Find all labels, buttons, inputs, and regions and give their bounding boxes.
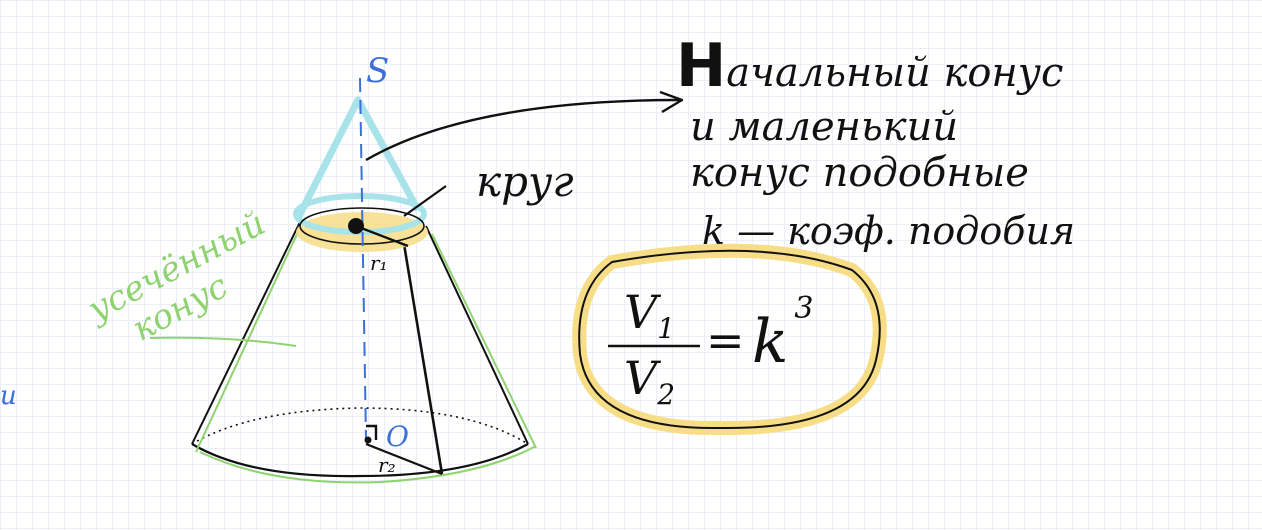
edge-mark-label: и (0, 381, 17, 411)
frustum-label: усечённый конус (80, 203, 272, 349)
circle-label: круг (476, 157, 574, 206)
formula-numerator-sub: 1 (657, 312, 675, 345)
frustum-label-underline (149, 336, 297, 347)
frustum-base-green (199, 445, 537, 484)
note-line1-initial: Н (676, 31, 726, 101)
formula-equals: = (706, 313, 745, 367)
cone-base-back-arc (191, 407, 529, 445)
cone-left-edge (191, 221, 301, 445)
similarity-arrowhead (659, 90, 684, 114)
note-line1: Начальный конус (676, 31, 1063, 101)
cone-right-edge (425, 225, 529, 445)
formula-denominator: V2 (624, 351, 675, 411)
note-line2: и маленький (690, 104, 958, 150)
formula-numerator: V1 (624, 285, 675, 345)
right-angle-mark (366, 424, 378, 440)
r2-label: r₂ (378, 453, 396, 477)
frustum-right-edge (431, 233, 537, 449)
base-center-label: O (386, 420, 409, 453)
base-center-dot (364, 436, 372, 444)
cone-axis (359, 77, 367, 441)
circle-pointer-line (403, 185, 447, 217)
formula-rhs-k: k (752, 307, 788, 377)
radius-r2-line (365, 442, 443, 476)
similarity-arrow (365, 98, 681, 162)
note-line3: конус подобные (690, 150, 1029, 196)
formula-denominator-v: V (624, 351, 662, 405)
similarity-notes: Начальный конус и маленький конус подобн… (676, 31, 1075, 253)
formula-denominator-sub: 2 (656, 378, 675, 411)
small-cone-outline (294, 96, 422, 220)
note-line1-rest: ачальный конус (726, 50, 1063, 96)
radius-r1-line (355, 224, 409, 248)
formula-outline (578, 249, 881, 430)
r1-label: r₁ (370, 251, 388, 275)
formula-exponent: 3 (794, 291, 813, 326)
apex-label: S (366, 51, 389, 91)
slant-height-line (402, 243, 444, 475)
cone-base-front-arc (191, 443, 529, 478)
formula-numerator-v: V (624, 285, 662, 339)
frustum-left-edge (195, 231, 299, 453)
